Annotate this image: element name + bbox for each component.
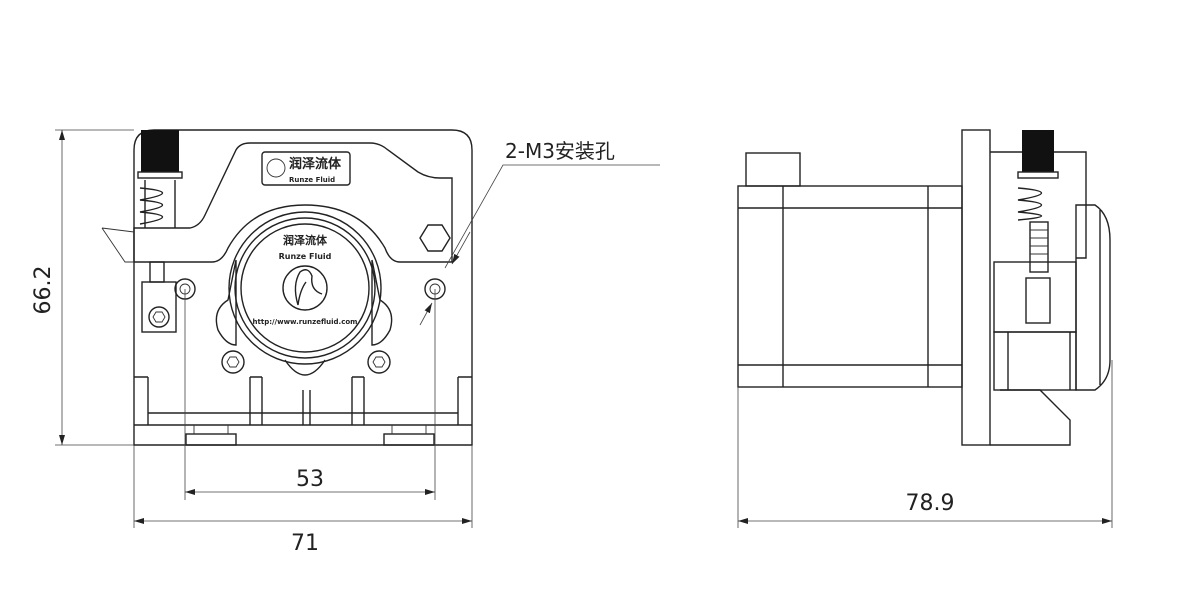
head-url: http://www.runzefluid.com [253,318,358,326]
dim-label-hole-spacing: 53 [296,467,324,492]
callout-mount-holes: 2-M3安装孔 [419,139,660,326]
hex-nut [419,224,451,252]
side-knob [1022,130,1054,172]
head-brand-cn: 润泽流体 [283,233,328,247]
adjust-knob [141,130,179,172]
dimension-depth: 78.9 [737,360,1113,528]
dim-label-width: 71 [291,531,319,556]
dimension-hole-spacing: 53 [184,289,436,500]
logo-plate: 润泽流体 Runze Fluid [266,156,342,184]
logo-brand-cn: 润泽流体 [289,156,342,172]
dim-label-height: 66.2 [31,266,56,315]
head-brand-en: Runze Fluid [279,252,332,261]
pump-head: 润泽流体 Runze Fluid http://www.runzefluid.c… [215,211,393,376]
base-plate [133,129,473,446]
dim-label-depth: 78.9 [906,491,955,516]
front-view: 润泽流体 Runze Fluid 润泽流体 Runze Fluid http:/… [101,129,473,446]
spring [139,180,176,228]
base-ribs [134,376,472,426]
dimension-height: 66.2 [31,129,134,446]
callout-label: 2-M3安装孔 [505,139,615,163]
logo-brand-en: Runze Fluid [289,176,335,184]
mount-flange [961,129,991,446]
side-view [737,129,1111,446]
dimension-width: 71 [133,445,473,556]
